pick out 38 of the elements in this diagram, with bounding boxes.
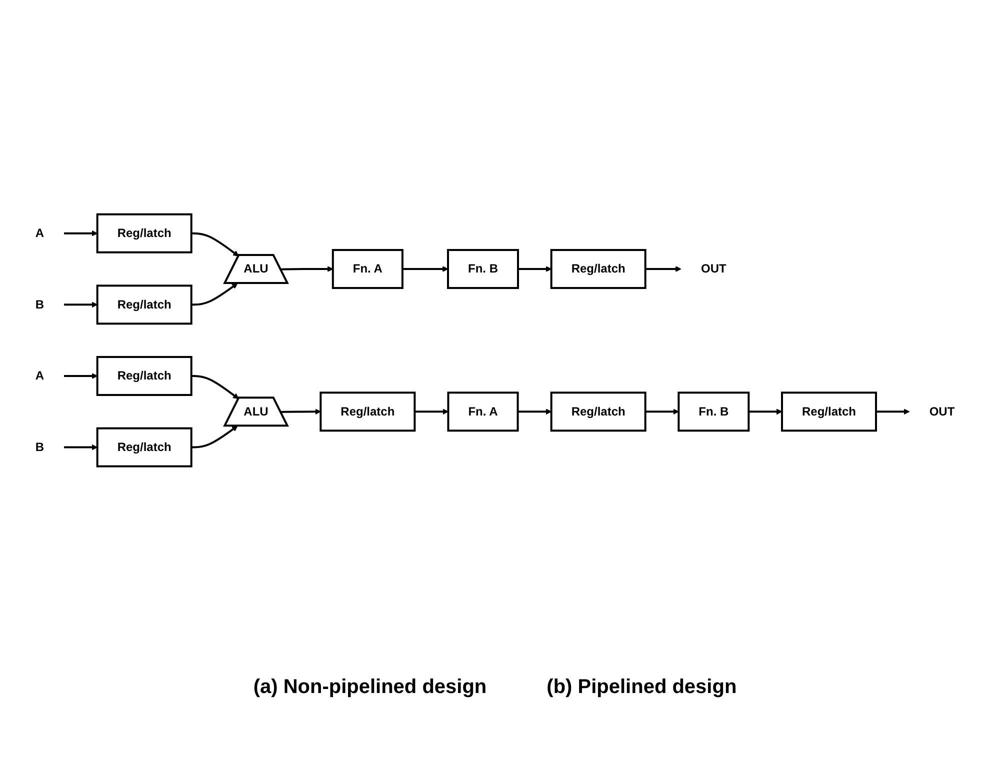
- arrow: [191, 425, 238, 448]
- node-text: OUT: [701, 262, 726, 275]
- arrow: [645, 408, 679, 414]
- arrow: [518, 266, 552, 272]
- node-text: A: [35, 368, 44, 382]
- arrow: [402, 266, 448, 272]
- node-box: Fn. B: [678, 391, 750, 432]
- arrow: [64, 301, 98, 308]
- arrow: [876, 408, 910, 414]
- node-box: Reg/latch: [320, 391, 416, 432]
- caption: (b) Pipelined design: [546, 676, 737, 699]
- node-box: Reg/latch: [781, 391, 877, 432]
- arrow: [280, 408, 321, 414]
- node-box: Reg/latch: [550, 248, 646, 289]
- node-box: Reg/latch: [96, 356, 192, 396]
- arrow: [191, 374, 239, 399]
- node-box: Reg/latch: [96, 284, 192, 324]
- arrow: [414, 408, 448, 414]
- node-box: Reg/latch: [96, 213, 192, 253]
- arrow: [280, 266, 334, 272]
- arrow: [518, 408, 552, 414]
- arrow: [748, 408, 782, 414]
- node-box: Fn. A: [447, 391, 519, 432]
- node-box: Reg/latch: [96, 426, 192, 467]
- arrow: [645, 266, 682, 272]
- arrow: [64, 372, 98, 379]
- arrow: [64, 230, 98, 236]
- caption: (a) Non-pipelined design: [253, 676, 487, 699]
- arrow: [64, 444, 98, 450]
- node-text: OUT: [929, 404, 955, 418]
- node-box: Fn. B: [447, 248, 519, 289]
- arrow: [191, 282, 238, 306]
- arrow: [191, 232, 239, 256]
- node-text: B: [35, 297, 44, 311]
- node-box: Reg/latch: [550, 391, 646, 432]
- node-text: A: [35, 226, 44, 240]
- node-box: Fn. A: [332, 248, 404, 289]
- node-text: B: [35, 440, 44, 454]
